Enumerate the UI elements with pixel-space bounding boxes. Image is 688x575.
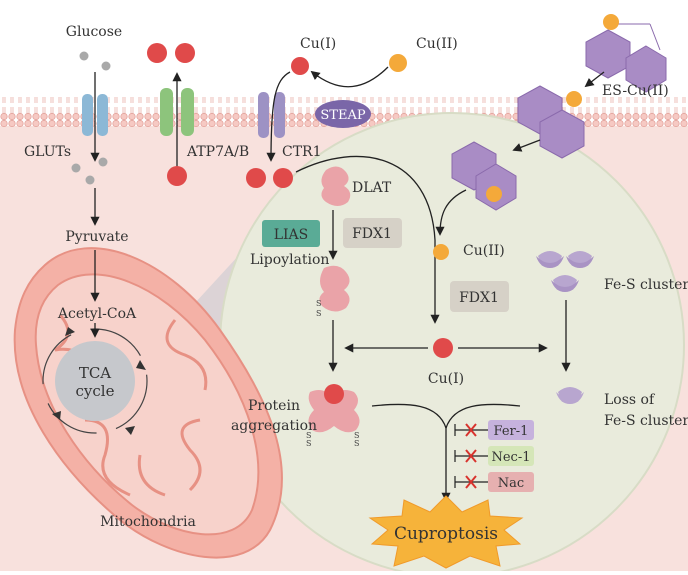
copper-ion: [147, 43, 167, 63]
cu2-mid-label: Cu(II): [463, 243, 505, 259]
copper-ion-cu2: [433, 244, 449, 260]
ctr1-transporter: [274, 92, 285, 138]
copper-ion: [246, 168, 266, 188]
copper-ion-cu1: [433, 338, 453, 358]
tca-cycle: TCA cycle: [42, 327, 148, 435]
es-arrow-in: [584, 71, 605, 88]
disulfide-mark: S: [354, 439, 359, 448]
release-arrow: [435, 189, 467, 236]
ctr1-transporter: [258, 92, 269, 138]
inhibitor-nac: Nac: [454, 472, 534, 492]
copper-ion-bound: [324, 384, 344, 404]
mitochondria-label: Mitochondria: [100, 514, 196, 530]
glut-transporter: [82, 94, 93, 136]
fes-clusters: [536, 251, 594, 292]
steap-label: STEAP: [320, 108, 365, 123]
fdx1-label-a: FDX1: [352, 226, 392, 242]
atp7-transporter: [181, 88, 194, 136]
lipoylated-dlat: [319, 265, 350, 312]
cu2-top-label: Cu(II): [416, 36, 458, 52]
aggregated-dlat: [308, 390, 360, 433]
elesclomol-outside: [585, 14, 667, 93]
cuproptosis-burst: [368, 495, 524, 569]
fdx1-label-b: FDX1: [459, 290, 499, 306]
atp7-label: ATP7A/B: [186, 144, 249, 160]
lipoylation-label: Lipoylation: [250, 252, 329, 268]
disulfide-mark: S: [354, 431, 359, 440]
fer1-label: Fer-1: [494, 424, 529, 439]
es-arrow-cyto: [512, 139, 541, 152]
inhibitor-nec1: Nec-1: [454, 446, 534, 466]
disulfide-mark: S: [306, 439, 311, 448]
disulfide-mark: S: [316, 309, 321, 318]
steap-protein: [315, 100, 371, 128]
ctr1-arrow: [266, 71, 291, 162]
mitochondrion: [13, 247, 283, 559]
loss-label-2: Fe-S cluster: [604, 413, 688, 429]
acetyl-coa-label: Acetyl-CoA: [57, 306, 137, 322]
ctr1-label: CTR1: [282, 144, 322, 160]
cu1-top-label: Cu(I): [300, 36, 336, 52]
fes-label: Fe-S cluster: [604, 277, 688, 293]
copper-ion-cu2: [389, 54, 407, 72]
fdx1-box-a: [343, 218, 402, 248]
glucose-molecule: [71, 163, 81, 173]
pyruvate-label: Pyruvate: [65, 229, 128, 245]
lias-box: [262, 220, 320, 247]
copper-import-arrow: [295, 155, 440, 324]
disulfide-mark: S: [306, 431, 311, 440]
reduction-arrow: [310, 66, 389, 88]
disulfide-mark: S: [316, 299, 321, 308]
glucose-label: Glucose: [66, 24, 122, 40]
tca-label-1: TCA: [79, 364, 111, 382]
loss-label-1: Loss of: [604, 392, 656, 408]
glut-transporter: [97, 94, 108, 136]
inhibitor-fer1: Fer-1: [454, 420, 534, 440]
nec1-label: Nec-1: [491, 450, 530, 465]
copper-ion-cu1: [291, 57, 309, 75]
cuproptosis-label: Cuproptosis: [394, 524, 498, 544]
elesclomol-cytoplasm: [451, 141, 517, 211]
glucose-molecule: [85, 175, 95, 185]
copper-ion: [167, 166, 187, 186]
protein-label-1: Protein: [248, 398, 300, 414]
glucose-molecule: [98, 157, 108, 167]
dlat-protein: [321, 166, 351, 206]
convergence-right: [445, 403, 521, 429]
tca-label-2: cycle: [76, 382, 115, 400]
convergence-left: [371, 403, 447, 429]
protein-label-2: aggregation: [231, 418, 317, 434]
fdx1-box-b: [450, 281, 509, 312]
glucose-molecule: [101, 61, 111, 71]
lias-label: LIAS: [274, 227, 309, 243]
elesclomol-membrane: [517, 85, 585, 159]
fes-lost: [556, 387, 584, 404]
copper-ion: [273, 168, 293, 188]
es-cu-label: ES-Cu(II): [602, 83, 669, 99]
atp7-transporter: [160, 88, 173, 136]
glut-label: GLUTs: [24, 144, 71, 160]
copper-ion: [175, 43, 195, 63]
glucose-molecule: [79, 51, 89, 61]
nac-label: Nac: [498, 476, 524, 491]
dlat-label: DLAT: [352, 180, 392, 196]
cu1-mid-label: Cu(I): [428, 371, 464, 387]
